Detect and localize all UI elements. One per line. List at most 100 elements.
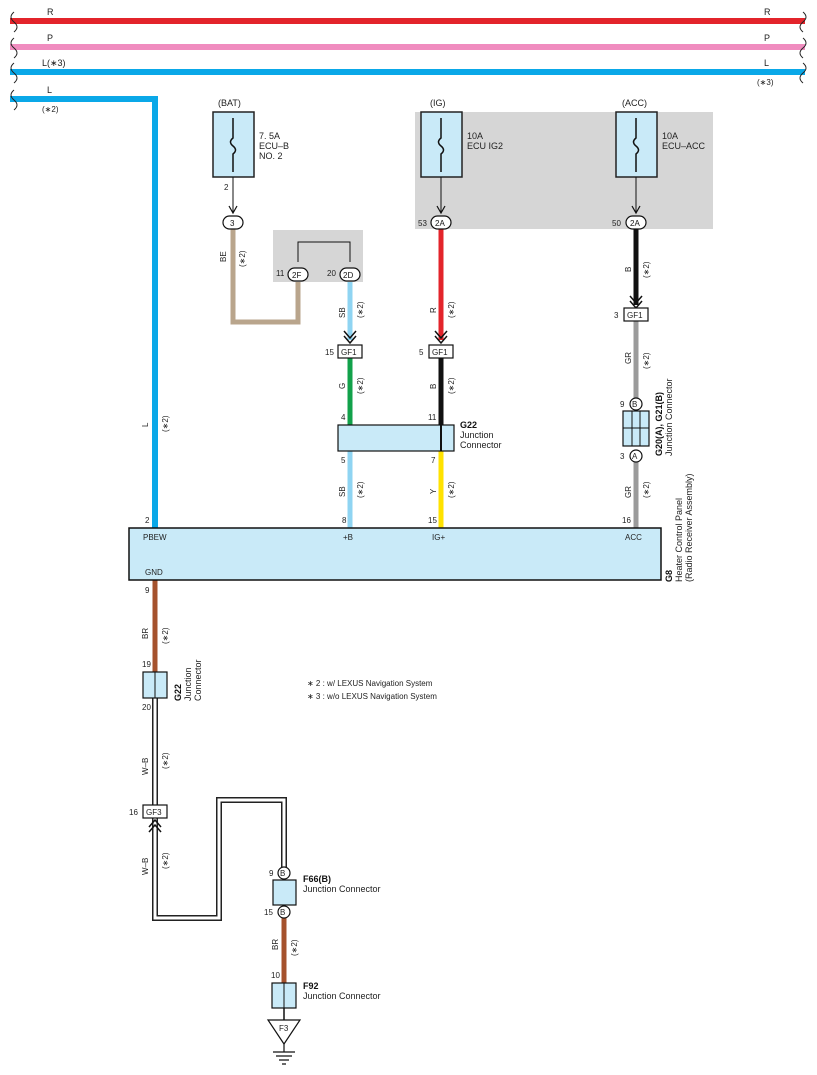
fuse-ig-source: (IG) <box>430 98 446 108</box>
f92-name: F92 <box>303 981 319 991</box>
fuse-ig-amp: 10A <box>467 131 483 141</box>
jb-2f-pin: 11 <box>276 269 285 278</box>
g8-pin-acc: 16 <box>622 516 631 525</box>
wire-label-gr-upper: GR <box>624 352 633 364</box>
wire-label-br-lower: BR <box>271 939 280 950</box>
g20-desc: Junction Connector <box>664 378 674 456</box>
g22-bottom-desc2: Connector <box>193 659 203 701</box>
chevron-sb-icon <box>343 330 357 345</box>
wire-note-b-acc: (∗2) <box>642 261 651 278</box>
ground-f3: F3 <box>266 1019 302 1065</box>
f92-pin: 10 <box>271 971 280 980</box>
wire-label-gr-lower: GR <box>624 486 633 498</box>
g8-pin-gnd: 9 <box>145 586 150 595</box>
gf1-r-label: GF1 <box>432 348 448 357</box>
g22-bottom-pin-top: 19 <box>142 660 151 669</box>
junction-2f-2d: 11 2F 20 2D <box>276 241 361 282</box>
wire-note-sb-lower: (∗2) <box>356 481 365 498</box>
wire-label-l: L <box>141 422 150 427</box>
bus-label-p-right: P <box>764 33 770 43</box>
conn-bat-3: 3 <box>222 215 244 230</box>
g22-top-pin-y: 7 <box>431 456 436 465</box>
fuse-ig-pin: 53 <box>418 219 427 228</box>
g8-name: G8 <box>664 570 674 582</box>
g8-pin-b: 8 <box>342 516 347 525</box>
wire-note-gr-lower: (∗2) <box>642 481 651 498</box>
fuse-bat-pin: 2 <box>224 183 229 192</box>
g8-pin-pbew: 2 <box>145 516 150 525</box>
wire-note-br-upper: (∗2) <box>161 627 170 644</box>
wire-note-b-ig: (∗2) <box>447 377 456 394</box>
wire-label-br-upper: BR <box>141 628 150 639</box>
fuse-acc-name: ECU–ACC <box>662 141 706 151</box>
conn-2f: 2F <box>287 267 309 282</box>
wire-label-wb-upper: W–B <box>141 758 150 775</box>
g22-top-desc2: Connector <box>460 440 502 450</box>
ground-label: F3 <box>279 1024 289 1033</box>
svg-text:2A: 2A <box>630 219 640 228</box>
conn-2d: 2D <box>339 267 361 282</box>
g22-top-pin-g: 4 <box>341 413 346 422</box>
wire-label-b-acc: B <box>624 267 633 272</box>
g8-label-ig: IG+ <box>432 533 445 542</box>
wire-note-gr-upper: (∗2) <box>642 352 651 369</box>
f66-letter-bottom: B <box>280 908 285 917</box>
gf3-pin: 16 <box>129 808 138 817</box>
f92-junction-connector: 10 F92 Junction Connector <box>271 971 381 1020</box>
wire-label-sb-upper: SB <box>338 307 347 318</box>
fuse-bat-source: (BAT) <box>218 98 241 108</box>
svg-text:2F: 2F <box>292 271 301 280</box>
bus-label-l3-right-note: (∗3) <box>757 78 774 87</box>
wire-note-r: (∗2) <box>447 301 456 318</box>
power-bus: R R P P L(∗3) L (∗3) L (∗2) <box>10 7 807 528</box>
g22-bottom-desc1: Junction <box>183 667 193 701</box>
wire-note-l: (∗2) <box>161 415 170 432</box>
g8-pin-ig: 15 <box>428 516 437 525</box>
wire-label-b-ig: B <box>429 384 438 389</box>
gf1-b-pin: 3 <box>614 311 619 320</box>
g22-junction-connector-top: 4 11 5 7 G22 Junction Connector <box>337 413 502 465</box>
g8-desc2: (Radio Receiver Assembly) <box>684 473 694 582</box>
wire-note-be: (∗2) <box>238 250 247 267</box>
wire-note-g: (∗2) <box>356 377 365 394</box>
bus-label-r-right: R <box>764 7 771 17</box>
g22-top-pin-sb: 5 <box>341 456 346 465</box>
g22-top-desc1: Junction <box>460 430 494 440</box>
fuse-ig-symbol-icon <box>437 118 445 172</box>
wire-label-sb-lower: SB <box>338 486 347 497</box>
g22-top-name: G22 <box>460 420 477 430</box>
bus-wire-l2 <box>10 96 158 528</box>
g22-bottom-pin-bottom: 20 <box>142 703 151 712</box>
wire-labels: BE (∗2) SB (∗2) R (∗2) B (∗2) G (∗2) B (… <box>141 250 651 956</box>
bus-label-r-left: R <box>47 7 54 17</box>
gf1-b-label: GF1 <box>627 311 643 320</box>
fuse-bat-symbol-icon <box>229 118 237 172</box>
svg-text:3: 3 <box>230 219 235 228</box>
g22-top-pin-b: 11 <box>428 413 437 422</box>
f66-name: F66(B) <box>303 874 331 884</box>
gf1-sb-pin: 15 <box>325 348 334 357</box>
bus-label-l2-left-note: (∗2) <box>42 105 59 114</box>
bus-label-p-left: P <box>47 33 53 43</box>
g20-letter-bottom: A <box>632 452 638 461</box>
g22-junction-connector-bottom: 19 20 G22 Junction Connector <box>142 659 203 712</box>
fuse-ig-name: ECU IG2 <box>467 141 503 151</box>
ig-acc-relay-block <box>415 112 713 229</box>
fuse-ecu-acc: (ACC) 10A ECU–ACC 50 2A <box>612 98 706 230</box>
g8-label-gnd: GND <box>145 568 163 577</box>
chevron-r-icon <box>434 330 448 345</box>
chevron-gf3-icon <box>148 818 162 833</box>
fuse-ecu-ig2: (IG) 10A ECU IG2 53 2A <box>418 98 503 230</box>
ground-triangle-icon <box>266 1019 302 1046</box>
bus-label-l2-left: L <box>47 85 52 95</box>
conn-acc-2a: 2A <box>625 215 647 230</box>
f66-pin-top: 9 <box>269 869 274 878</box>
wire-note-wb-upper: (∗2) <box>161 752 170 769</box>
g20-g21-junction-connector: B 9 A 3 G20(A), G21(B) Junction Connecto… <box>620 378 674 463</box>
wire-label-be: BE <box>219 251 228 262</box>
bus-label-l3-right: L <box>764 58 769 68</box>
f66-desc: Junction Connector <box>303 884 381 894</box>
break-marks-left <box>10 11 18 111</box>
break-marks-right <box>799 11 807 84</box>
fuse-acc-source: (ACC) <box>622 98 647 108</box>
